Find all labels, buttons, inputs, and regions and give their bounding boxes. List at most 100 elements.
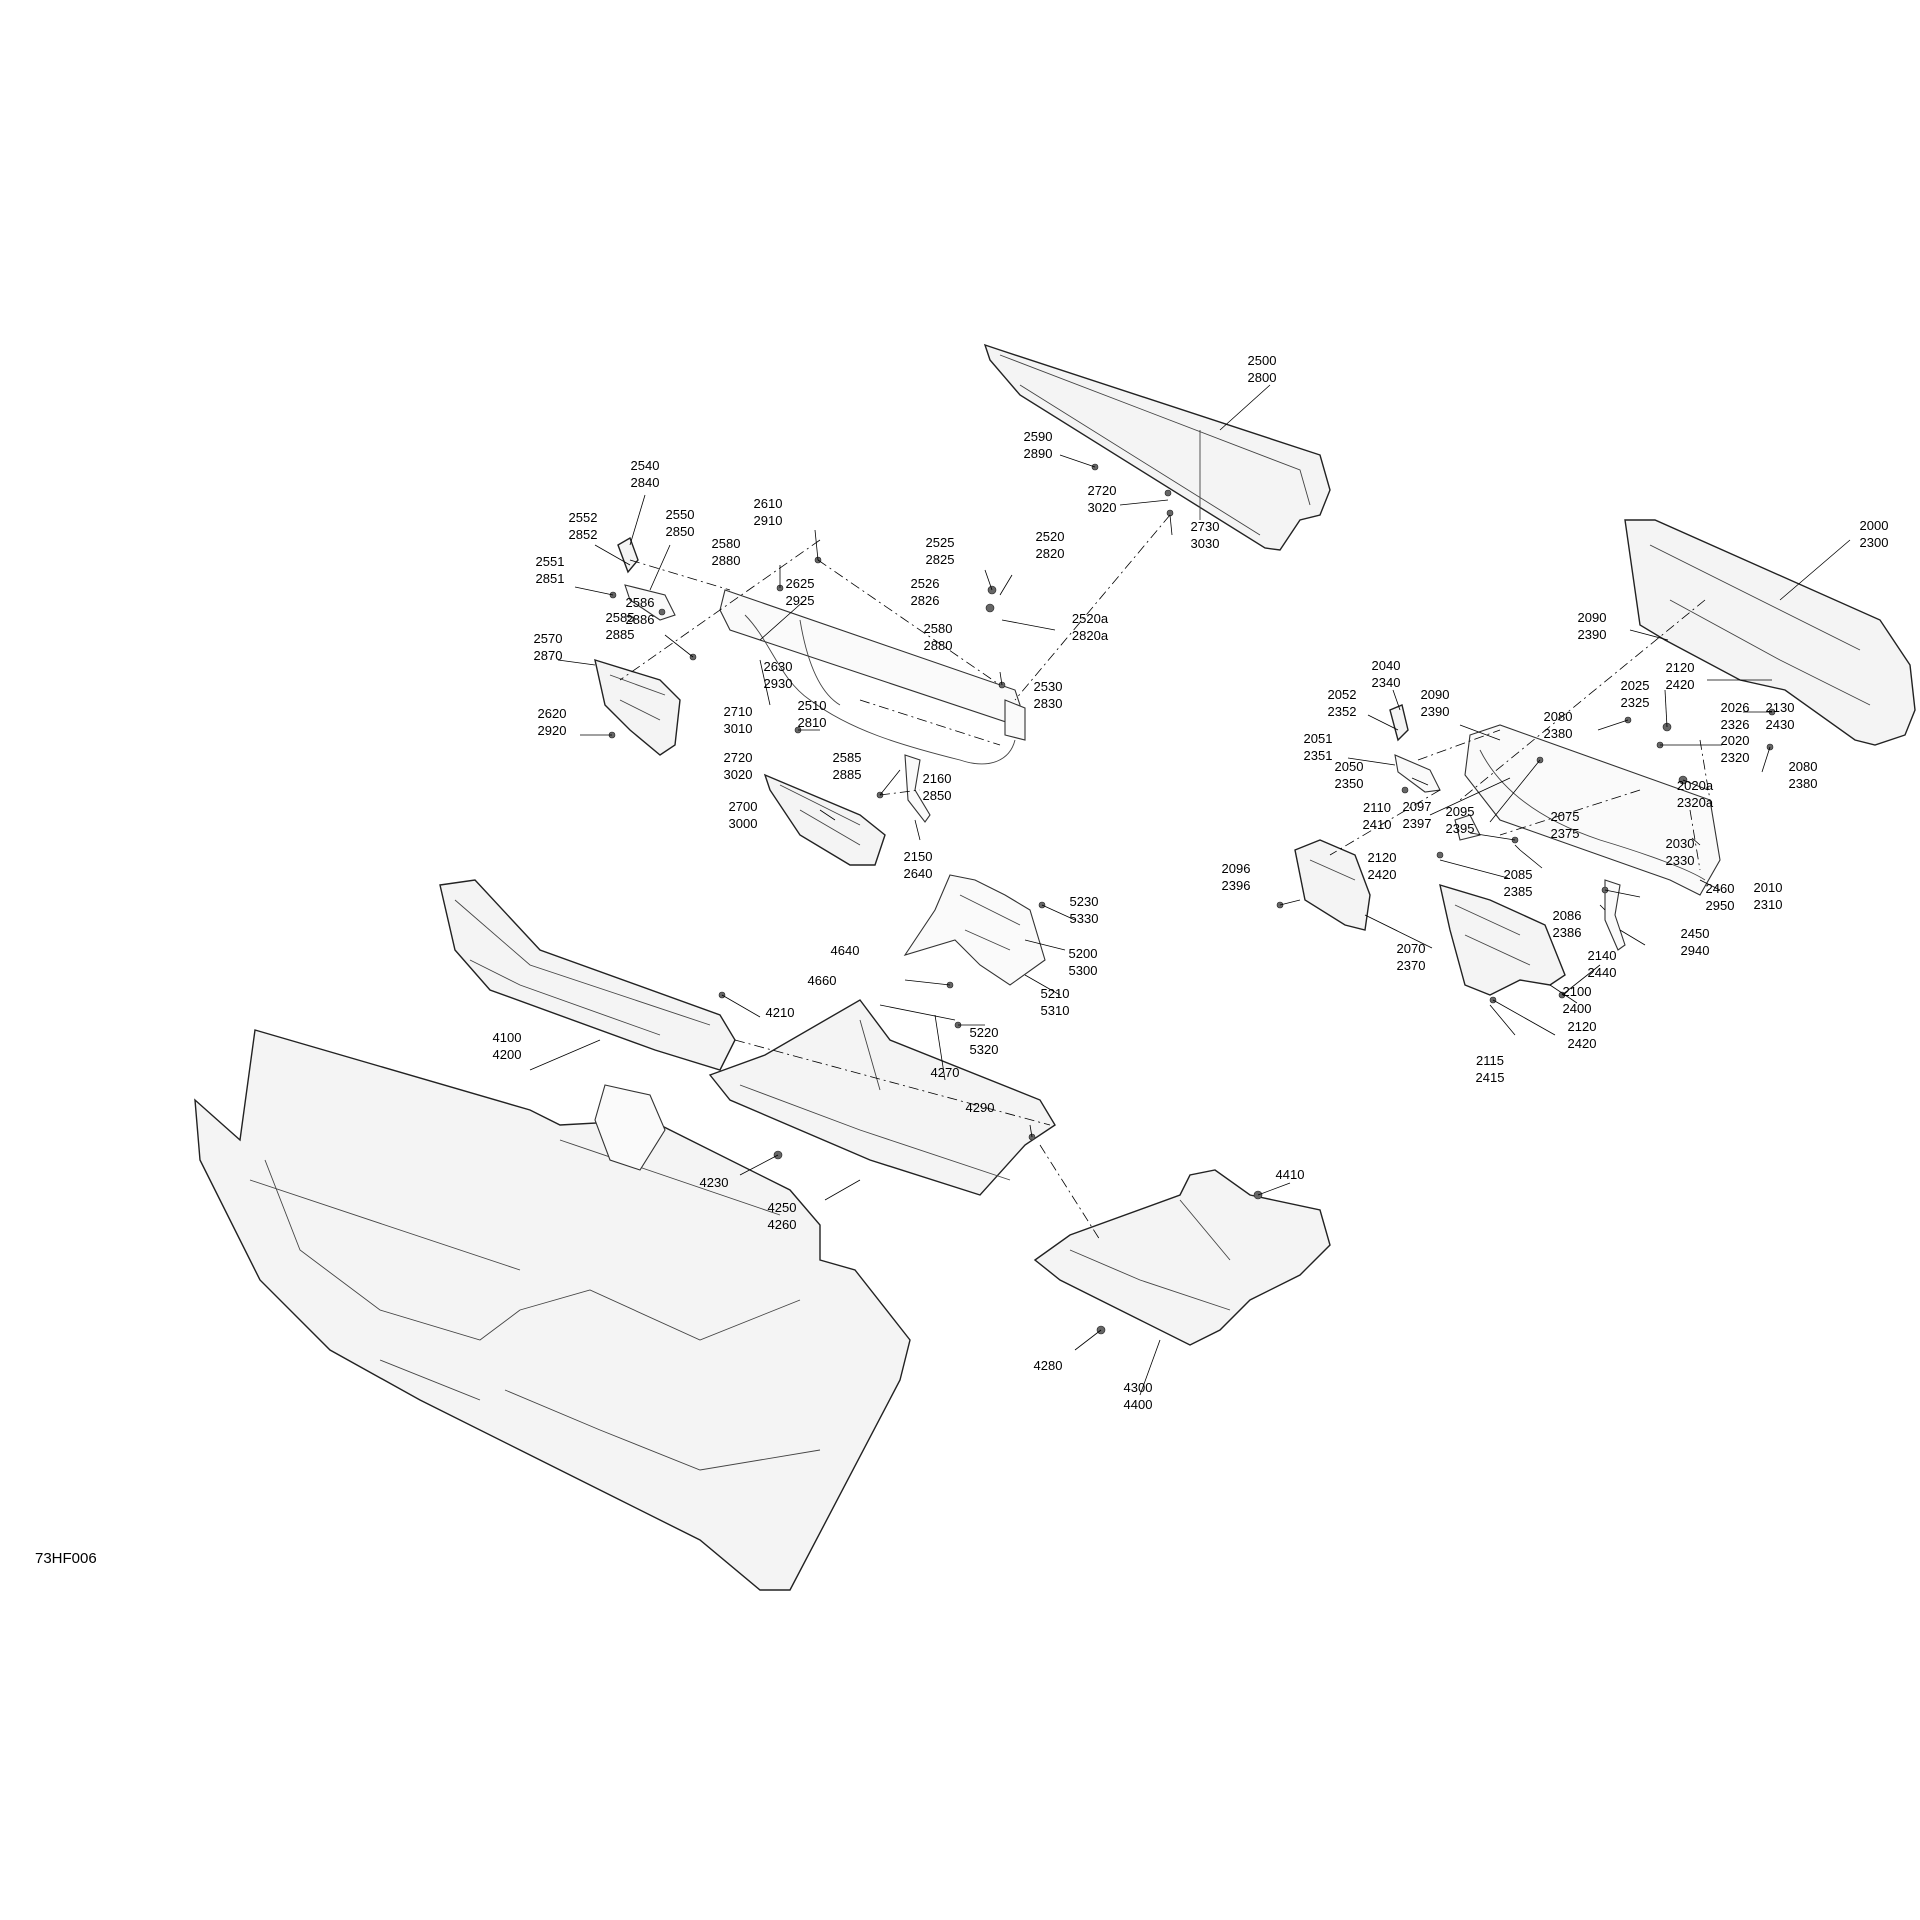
callout-part-number: 2720 xyxy=(724,750,753,765)
callout-5220: 5220 5320 xyxy=(970,1025,999,1057)
callout-alt-part-number: 2352 xyxy=(1328,704,1357,719)
callout-4290: 4290 xyxy=(966,1100,995,1115)
callout-alt-part-number: 2380 xyxy=(1789,776,1818,791)
callout-alt-part-number: 2370 xyxy=(1397,958,1426,973)
callout-part-number: 2090 xyxy=(1421,687,1450,702)
callout-part-number: 2085 xyxy=(1504,867,1533,882)
callout-alt-part-number: 2396 xyxy=(1222,878,1251,893)
callout-alt-part-number: 2420 xyxy=(1368,867,1397,882)
callout-alt-part-number: 4260 xyxy=(768,1217,797,1232)
callout-2100: 2100 2400 xyxy=(1563,984,1592,1016)
callout-part-number: 5220 xyxy=(970,1025,999,1040)
callout-part-number: 2610 xyxy=(754,496,783,511)
callout-part-number: 2080 xyxy=(1789,759,1818,774)
callout-part-number: 2551 xyxy=(536,554,565,569)
callout-alt-part-number: 2885 xyxy=(833,767,862,782)
callout-alt-part-number: 2420 xyxy=(1666,677,1695,692)
callout-part-number: 2520a xyxy=(1072,611,1109,626)
callout-4410: 4410 xyxy=(1276,1167,1305,1182)
callout-part-number: 2720 xyxy=(1088,483,1117,498)
callout-part-number: 2526 xyxy=(911,576,940,591)
callout-part-number: 2580 xyxy=(924,621,953,636)
callout-part-number: 2590 xyxy=(1024,429,1053,444)
callout-alt-part-number: 2910 xyxy=(754,513,783,528)
callout-alt-part-number: 2325 xyxy=(1621,695,1650,710)
callout-alt-part-number: 2326 xyxy=(1721,717,1750,732)
callout-part-number: 2552 xyxy=(569,510,598,525)
callout-part-number: 4300 xyxy=(1124,1380,1153,1395)
leader-lines xyxy=(529,384,1851,1396)
callout-part-number: 2075 xyxy=(1551,809,1580,824)
callout-part-number: 4230 xyxy=(700,1175,729,1190)
door-panel-2500 xyxy=(983,343,1331,551)
callout-alt-part-number: 2851 xyxy=(536,571,565,586)
callout-part-number: 2630 xyxy=(764,659,793,674)
callout-alt-part-number: 5320 xyxy=(970,1042,999,1057)
callout-alt-part-number: 2400 xyxy=(1563,1001,1592,1016)
callout-2500: 2500 2800 xyxy=(1248,353,1277,385)
callout-alt-part-number: 2925 xyxy=(786,593,815,608)
handle-2460 xyxy=(1604,879,1626,951)
callout-2551: 2551 2851 xyxy=(536,554,565,586)
callout-alt-part-number: 2320a xyxy=(1677,795,1714,810)
callout-part-number: 2500 xyxy=(1248,353,1277,368)
callout-alt-part-number: 3020 xyxy=(724,767,753,782)
floor-panel-4300 xyxy=(1033,1169,1331,1346)
callout-alt-part-number: 2840 xyxy=(631,475,660,490)
callout-part-number: 2050 xyxy=(1335,759,1364,774)
lower-panel-2100 xyxy=(1439,883,1566,996)
callout-alt-part-number: 3020 xyxy=(1088,500,1117,515)
callout-part-number: 2160 xyxy=(923,771,952,786)
callout-alt-part-number: 2440 xyxy=(1588,965,1617,980)
callout-part-number: 2080 xyxy=(1544,709,1573,724)
callout-part-number: 2096 xyxy=(1222,861,1251,876)
callout-part-number: 2100 xyxy=(1563,984,1592,999)
callout-4210: 4210 xyxy=(766,1005,795,1020)
callout-alt-part-number: 2310 xyxy=(1754,897,1783,912)
callout-part-number: 2097 xyxy=(1403,799,1432,814)
callout-part-number: 2580 xyxy=(712,536,741,551)
callout-alt-part-number: 2380 xyxy=(1544,726,1573,741)
callout-alt-part-number: 2920 xyxy=(538,723,567,738)
hinge-bracket-2070 xyxy=(1294,839,1371,931)
callout-alt-part-number: 3010 xyxy=(724,721,753,736)
callout-part-number: 2086 xyxy=(1553,908,1582,923)
callout-2610: 2610 2910 xyxy=(754,496,783,528)
callout-part-number: 2020a xyxy=(1677,778,1714,793)
callout-alt-part-number: 2800 xyxy=(1248,370,1277,385)
callout-part-number: 2095 xyxy=(1446,804,1475,819)
callout-alt-part-number: 2810 xyxy=(798,715,827,730)
figure-id: 73HF006 xyxy=(35,1550,97,1567)
callout-alt-part-number: 2350 xyxy=(1335,776,1364,791)
callout-alt-part-number: 2850 xyxy=(923,788,952,803)
callout-part-number: 2030 xyxy=(1666,836,1695,851)
callout-part-number: 2110 xyxy=(1363,800,1391,815)
callout-alt-part-number: 2870 xyxy=(534,648,563,663)
floor-panel-4100 xyxy=(439,879,736,1071)
callout-2720: 2720 3020 xyxy=(724,750,753,782)
callout-alt-part-number: 3030 xyxy=(1191,536,1220,551)
callout-part-number: 2070 xyxy=(1397,941,1426,956)
callout-part-number: 4270 xyxy=(931,1065,960,1080)
